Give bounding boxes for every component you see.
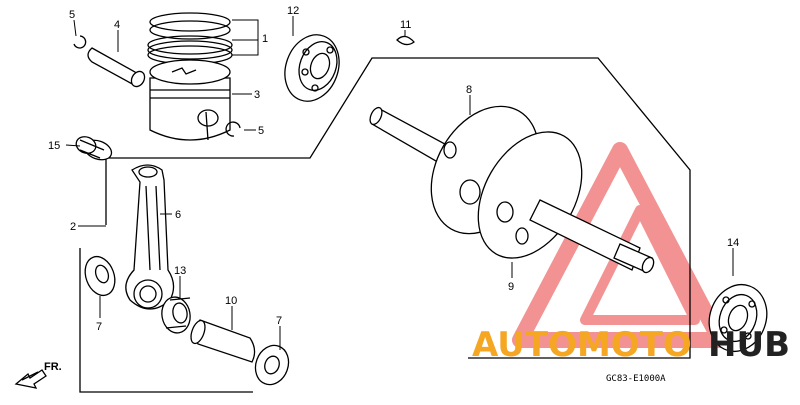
callout-15: 15 (48, 140, 60, 152)
drawing-code: GC83-E1000A (606, 374, 666, 384)
bearing-14 (708, 283, 768, 353)
callout-14: 14 (727, 237, 739, 249)
front-direction-arrow: FR. (14, 361, 62, 389)
callout-4: 4 (114, 19, 120, 31)
callout-10: 10 (225, 295, 237, 307)
watermark-text: AUTOMOTO HUB (472, 325, 790, 365)
leader-lines (65, 16, 734, 350)
watermark-text-red: AUTOMOTO (472, 325, 692, 365)
thrust-washer-left (84, 255, 116, 297)
needle-bearing-15 (75, 136, 113, 161)
thrust-washer-right (254, 344, 290, 386)
needle-bearing-13 (161, 296, 191, 334)
callout-13: 13 (174, 265, 186, 277)
circlip-upper (73, 35, 87, 49)
callout-2: 2 (70, 221, 76, 233)
connecting-rod (125, 164, 175, 310)
watermark-triangle-inner (580, 205, 700, 325)
bearing-12 (284, 34, 340, 102)
callout-8: 8 (466, 84, 472, 96)
crankshaft (369, 105, 655, 274)
crank-pin (190, 319, 256, 363)
piston-rings (147, 12, 233, 65)
callout-5-top: 5 (69, 9, 75, 21)
piston (149, 59, 231, 141)
watermark-triangle-outer (512, 142, 728, 348)
watermark-text-black: HUB (708, 325, 790, 365)
callout-3: 3 (254, 89, 260, 101)
callout-7-left: 7 (96, 321, 102, 333)
callout-11: 11 (400, 19, 411, 31)
callout-5-bottom: 5 (258, 125, 264, 137)
woodruff-key (396, 35, 415, 46)
circlip-lower (225, 121, 241, 137)
callout-7-right: 7 (276, 315, 282, 327)
callout-12: 12 (287, 5, 299, 17)
watermark-logo (512, 142, 728, 348)
callout-numbers: 5 4 1 3 5 12 11 15 2 6 7 13 10 7 8 9 14 (48, 5, 739, 333)
piston-pin (87, 47, 146, 88)
callout-1: 1 (262, 33, 268, 45)
callout-6: 6 (175, 209, 181, 221)
callout-9: 9 (508, 281, 514, 293)
group-boundary (79, 57, 691, 393)
direction-label: FR. (44, 361, 62, 373)
